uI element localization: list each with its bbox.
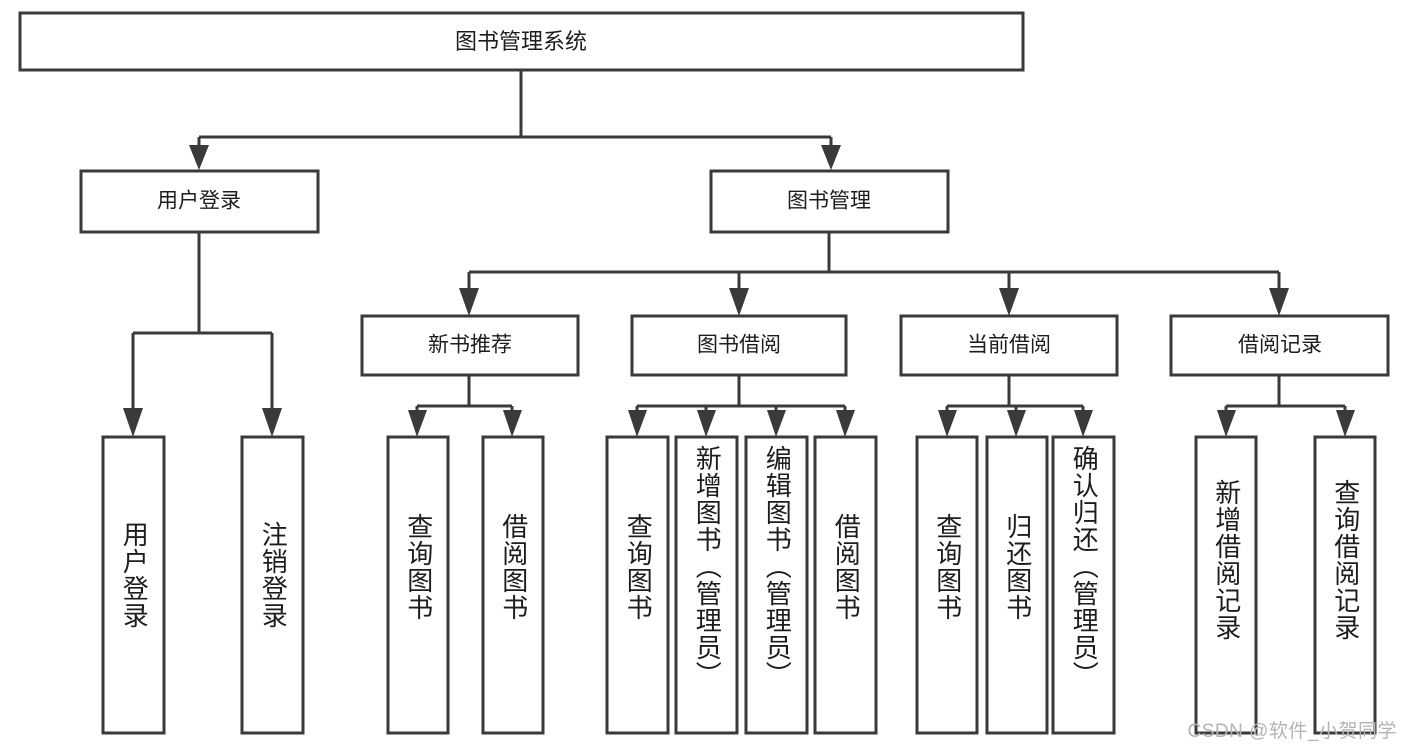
node-leaf-edit-book-box[interactable] bbox=[744, 435, 809, 735]
node-root-label: 图书管理系统 bbox=[455, 29, 587, 54]
node-leaf-borrow-book-1-box[interactable] bbox=[481, 435, 545, 735]
node-current-borrow-label: 当前借阅 bbox=[967, 334, 1051, 357]
node-leaf-query-record-box[interactable] bbox=[1313, 435, 1377, 735]
arrow-head-leaf-borrow-book-1 bbox=[503, 410, 522, 437]
connector-book-borrow-to-leaves bbox=[628, 375, 855, 437]
node-book-manage-box[interactable] bbox=[709, 169, 950, 234]
connector-new-book-rec-to-leaves bbox=[408, 375, 522, 437]
node-leaf-return-book-box[interactable] bbox=[985, 435, 1049, 735]
node-user-login[interactable]: 用户登录 bbox=[79, 169, 320, 234]
arrow-head-leaf-query-book-2 bbox=[628, 410, 647, 437]
node-leaf-query-book-2-box[interactable] bbox=[605, 435, 670, 735]
node-book-manage-label: 图书管理 bbox=[787, 190, 871, 213]
arrow-head-book-borrow bbox=[729, 288, 749, 316]
node-leaf-add-book-box[interactable] bbox=[674, 435, 739, 735]
node-new-book-rec-box[interactable] bbox=[360, 314, 580, 377]
node-leaf-user-login-box[interactable] bbox=[101, 435, 166, 735]
node-leaf-add-record-box[interactable] bbox=[1194, 435, 1258, 735]
node-current-borrow[interactable]: 当前借阅 bbox=[899, 314, 1119, 377]
connector-current-borrow-to-leaves bbox=[938, 375, 1093, 437]
arrow-head-leaf-query-book-3 bbox=[938, 410, 957, 437]
node-leaf-query-book-1-box[interactable] bbox=[386, 435, 450, 735]
connector-root-to-level2 bbox=[189, 70, 841, 170]
node-new-book-rec-label: 新书推荐 bbox=[428, 334, 512, 357]
node-current-borrow-box[interactable] bbox=[899, 314, 1119, 377]
node-leaf-borrow-book-2-box[interactable] bbox=[813, 435, 878, 735]
node-borrow-record-box[interactable] bbox=[1169, 314, 1390, 377]
node-new-book-rec[interactable]: 新书推荐 bbox=[360, 314, 580, 377]
arrow-head-leaf-logout bbox=[262, 408, 282, 437]
connector-user-login-to-leaves bbox=[123, 232, 282, 437]
node-leaf-query-book-3-box[interactable] bbox=[915, 435, 979, 735]
node-leaf-confirm-return-box[interactable] bbox=[1051, 435, 1116, 735]
node-root-box[interactable] bbox=[18, 11, 1025, 72]
node-book-borrow[interactable]: 图书借阅 bbox=[630, 314, 848, 377]
arrow-head-leaf-add-book bbox=[697, 410, 716, 437]
arrow-head-borrow-record bbox=[1269, 288, 1289, 316]
node-user-login-box[interactable] bbox=[79, 169, 320, 234]
connector-book-manage-to-level3 bbox=[459, 232, 1289, 316]
arrow-head-current-borrow bbox=[999, 288, 1019, 316]
node-borrow-record[interactable]: 借阅记录 bbox=[1169, 314, 1390, 377]
node-book-manage[interactable]: 图书管理 bbox=[709, 169, 950, 234]
arrow-head-leaf-return-book bbox=[1007, 410, 1026, 437]
arrow-head-leaf-confirm-return bbox=[1074, 410, 1093, 437]
arrow-head-leaf-query-book-1 bbox=[408, 410, 427, 437]
connector-borrow-record-to-leaves bbox=[1217, 375, 1355, 437]
arrow-head-leaf-user-login bbox=[123, 408, 143, 437]
arrow-head-leaf-query-record bbox=[1336, 410, 1355, 437]
arrow-head-user-login bbox=[189, 145, 209, 170]
arrow-head-leaf-edit-book bbox=[767, 410, 786, 437]
arrow-head-new-book-rec bbox=[459, 288, 479, 316]
node-book-borrow-box[interactable] bbox=[630, 314, 848, 377]
node-leaf-logout-box[interactable] bbox=[240, 435, 305, 735]
arrow-head-book-manage bbox=[821, 145, 841, 170]
arrow-head-leaf-borrow-book-2 bbox=[836, 410, 855, 437]
node-root[interactable]: 图书管理系统 bbox=[18, 11, 1025, 72]
node-book-borrow-label: 图书借阅 bbox=[697, 334, 781, 357]
watermark: CSDN @软件_小贺同学 bbox=[1187, 721, 1397, 742]
arrow-head-leaf-add-record bbox=[1217, 410, 1236, 437]
leaf-boxes bbox=[101, 435, 1377, 735]
node-borrow-record-label: 借阅记录 bbox=[1238, 334, 1322, 357]
node-user-login-label: 用户登录 bbox=[157, 190, 241, 213]
